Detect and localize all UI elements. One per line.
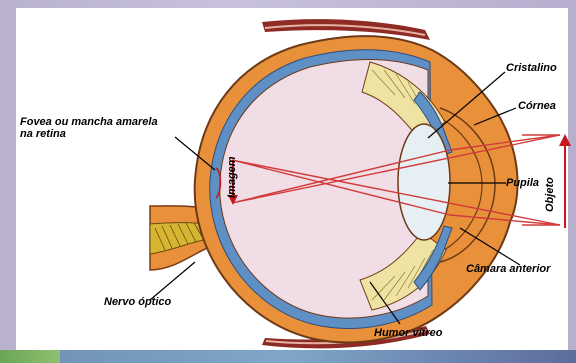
label-camara-anterior: Câmara anterior <box>466 263 550 275</box>
label-cornea: Córnea <box>518 100 556 112</box>
object-arrow-head <box>559 134 571 146</box>
label-objeto: Objeto <box>544 177 556 212</box>
label-humor-vitreo: Humor vítreo <box>374 327 442 339</box>
label-nervo-optico: Nervo óptico <box>104 296 171 308</box>
label-fovea-line2: na retina <box>20 128 158 140</box>
lens <box>398 124 450 240</box>
label-pupila: Pupila <box>506 177 539 189</box>
label-imagem: Imagem <box>226 156 238 198</box>
label-fovea-line1: Fovea ou mancha amarela <box>20 116 158 128</box>
label-cristalino: Cristalino <box>506 62 557 74</box>
label-fovea: Fovea ou mancha amarela na retina <box>20 116 158 140</box>
